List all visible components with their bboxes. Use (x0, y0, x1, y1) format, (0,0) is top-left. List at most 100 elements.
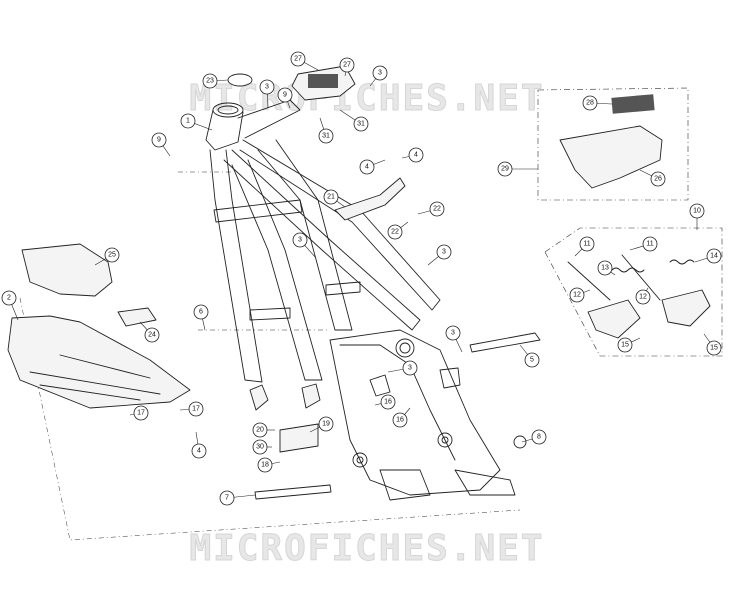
callout-number: 2 (7, 295, 11, 302)
callout-circle (579, 236, 595, 252)
callout-6: 6 (193, 304, 209, 320)
footpeg-pin (621, 254, 661, 301)
footpeg-spring (669, 259, 695, 265)
footpeg-spring (611, 267, 645, 273)
callout-circle (252, 439, 268, 455)
callout-number: 16 (396, 417, 404, 424)
callout-circle (193, 304, 209, 320)
skid-plate (7, 315, 191, 409)
watermark-bottom: MICROFICHES.NET (189, 528, 545, 570)
callout-circle (323, 189, 339, 205)
callout-5: 5 (524, 352, 540, 368)
callout-number: 8 (537, 434, 541, 441)
callout-3: 3 (372, 65, 388, 81)
callout-16: 16 (380, 394, 396, 410)
callout-circle (252, 422, 268, 438)
callout-2: 2 (1, 290, 17, 306)
callout-circle (387, 224, 403, 240)
callout-circle (569, 287, 585, 303)
callout-number: 31 (322, 133, 330, 140)
callout-number: 11 (646, 241, 653, 248)
callout-11: 11 (642, 236, 658, 252)
group-box-29 (537, 87, 689, 201)
callout-circle (617, 337, 633, 353)
callout-circle (408, 147, 424, 163)
callout-26: 26 (650, 171, 666, 187)
callout-circle (219, 490, 235, 506)
grip-pad (308, 74, 338, 88)
callout-27: 27 (290, 51, 306, 67)
callout-3: 3 (259, 79, 275, 95)
main-frame (205, 99, 516, 501)
callout-15: 15 (617, 337, 633, 353)
callout-14: 14 (706, 248, 722, 264)
callout-number: 27 (294, 56, 302, 63)
callout-number: 16 (384, 399, 392, 406)
callout-number: 15 (621, 342, 629, 349)
callout-number: 4 (365, 164, 369, 171)
callout-number: 4 (414, 152, 418, 159)
callout-25: 25 (104, 247, 120, 263)
callout-number: 7 (225, 495, 229, 502)
callout-number: 15 (710, 345, 718, 352)
callout-16: 16 (392, 412, 408, 428)
seat-bracket (334, 177, 406, 221)
callout-circle (597, 260, 613, 276)
callout-4: 4 (191, 443, 207, 459)
callout-circle (353, 116, 369, 132)
callout-circle (290, 51, 306, 67)
callout-circle (144, 327, 160, 343)
callout-circle (524, 352, 540, 368)
callout-circle (257, 457, 273, 473)
callout-number: 12 (573, 292, 581, 299)
callout-23: 23 (202, 73, 218, 89)
callout-number: 12 (639, 294, 647, 301)
callout-12: 12 (635, 289, 651, 305)
callout-number: 3 (408, 365, 412, 372)
callout-circle (429, 201, 445, 217)
callout-3: 3 (292, 232, 308, 248)
callout-number: 17 (137, 410, 145, 417)
callout-number: 22 (391, 229, 399, 236)
callout-9: 9 (277, 87, 293, 103)
callout-number: 17 (192, 406, 200, 413)
callout-number: 3 (442, 249, 446, 256)
callout-number: 5 (530, 357, 534, 364)
callout-circle (151, 132, 167, 148)
callout-22: 22 (387, 224, 403, 240)
callout-circle (531, 429, 547, 445)
callout-circle (402, 360, 418, 376)
callout-number: 28 (586, 100, 594, 107)
callout-number: 30 (256, 444, 264, 451)
callout-circle (635, 289, 651, 305)
grip-tape (611, 94, 655, 114)
callout-20: 20 (252, 422, 268, 438)
callout-circle (259, 79, 275, 95)
callout-27: 27 (339, 57, 355, 73)
callout-number: 27 (343, 62, 351, 69)
callout-number: 3 (451, 330, 455, 337)
callout-circle (436, 244, 452, 260)
callout-circle (372, 65, 388, 81)
callout-17: 17 (133, 405, 149, 421)
callout-number: 10 (693, 208, 701, 215)
callout-circle (133, 405, 149, 421)
callout-number: 23 (206, 78, 214, 85)
plate-bracket (559, 125, 663, 189)
callout-circle (202, 73, 218, 89)
nut-8 (513, 435, 527, 449)
callout-15: 15 (706, 340, 722, 356)
callout-circle (650, 171, 666, 187)
callout-circle (689, 203, 705, 219)
callout-number: 25 (108, 252, 116, 259)
callout-number: 1 (186, 118, 190, 125)
callout-number: 11 (583, 241, 590, 248)
callout-number: 3 (378, 70, 382, 77)
callout-17: 17 (188, 401, 204, 417)
ring-23 (227, 73, 253, 87)
callout-1: 1 (180, 113, 196, 129)
callout-circle (582, 95, 598, 111)
callout-21: 21 (323, 189, 339, 205)
callout-circle (706, 340, 722, 356)
